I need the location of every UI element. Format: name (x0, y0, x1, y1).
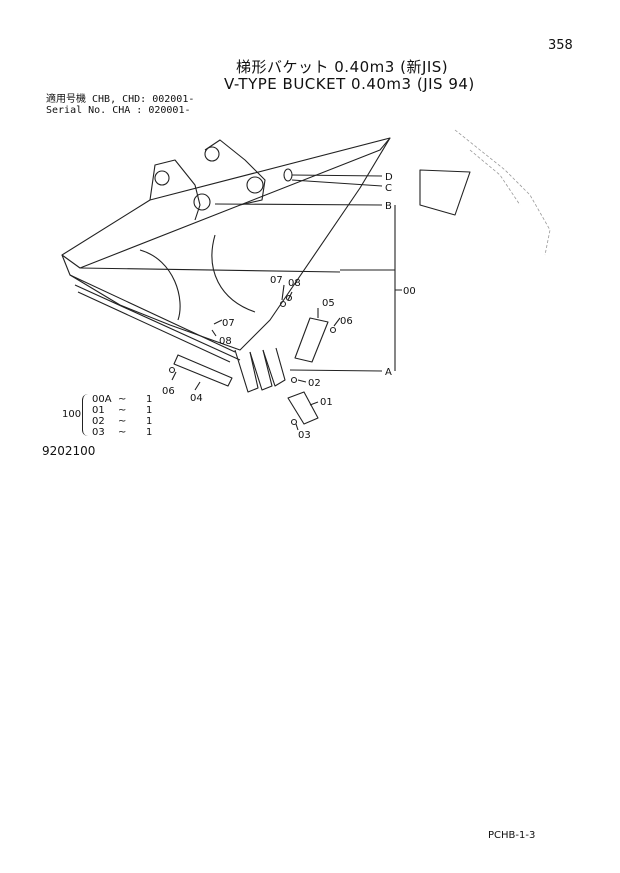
title-english: V-TYPE BUCKET 0.40m3 (JIS 94) (224, 75, 475, 93)
callout-08a: 08 (288, 278, 301, 289)
leader-04 (194, 381, 201, 391)
leader-07b (213, 319, 223, 325)
lock-03 (290, 418, 298, 426)
callout-06b: 06 (162, 386, 175, 397)
callout-07a: 07 (270, 275, 283, 286)
tooth-point-01 (287, 391, 319, 425)
callout-d: D (385, 172, 393, 183)
leader-c (291, 179, 383, 187)
bolt-06 (329, 326, 337, 334)
quantity-part: 02 (92, 416, 105, 427)
callout-00: 00 (403, 286, 416, 297)
quantity-part: 03 (92, 427, 105, 438)
bucket-rear-edge (79, 267, 341, 273)
quantity-tilde: ~ (118, 416, 127, 427)
pin-boss-1 (154, 170, 170, 186)
pin-boss-2 (204, 146, 220, 162)
bucket-bottom-line (69, 274, 236, 353)
bracket-right (204, 139, 266, 206)
quantity-tilde: ~ (118, 394, 127, 405)
side-cutter-05 (294, 317, 329, 363)
bucket-shell (61, 137, 391, 351)
boss-d (283, 168, 293, 182)
quantity-brace (82, 394, 89, 436)
title-japanese: 梯形バケット 0.40m3 (新JIS) (236, 58, 449, 76)
callout-b: B (385, 201, 392, 212)
quantity-part: 00A (92, 394, 112, 405)
pin-boss-4 (246, 176, 264, 194)
bolt-07 (279, 300, 287, 308)
machine-thumbnail-bucket (419, 169, 471, 216)
leader-01 (309, 401, 319, 406)
tooth-2 (249, 349, 273, 391)
quantity-value: 1 (146, 394, 153, 405)
leader-06b (171, 371, 177, 381)
quantity-tilde: ~ (118, 405, 127, 416)
callout-06a: 06 (340, 316, 353, 327)
serial-block: 適用号機 CHB, CHD: 002001- Serial No. CHA : … (46, 94, 194, 116)
bracket-left (149, 159, 201, 221)
leader-b (214, 203, 383, 206)
callout-a: A (385, 367, 392, 378)
callout-07b: 07 (222, 318, 235, 329)
machine-thumbnail (454, 129, 551, 256)
dim-line-00 (340, 205, 402, 371)
leader-03 (295, 423, 299, 431)
pin-02 (290, 376, 298, 384)
quantity-part: 01 (92, 405, 105, 416)
bolt-06b (168, 366, 176, 374)
callout-c: C (385, 183, 392, 194)
tooth-3 (262, 347, 286, 387)
quantity-value: 1 (146, 427, 153, 438)
callout-04: 04 (190, 393, 203, 404)
quantity-value: 1 (146, 405, 153, 416)
leader-06a (333, 317, 341, 327)
callout-08b: 08 (219, 336, 232, 347)
leader-02 (297, 379, 307, 383)
pin-boss-3 (193, 193, 211, 211)
tooth-1 (234, 349, 259, 393)
quantity-tilde: ~ (118, 427, 127, 438)
side-cutter-04 (173, 354, 233, 387)
quantity-total: 100 (62, 409, 82, 420)
drawing-number: 9202100 (42, 444, 96, 458)
leader-d (291, 174, 383, 177)
leader-07a (281, 284, 285, 301)
bucket-top-plate (61, 137, 391, 269)
callout-02: 02 (308, 378, 321, 389)
quantity-value: 1 (146, 416, 153, 427)
serial-line-1: 適用号機 CHB, CHD: 002001- (46, 94, 195, 105)
footer-code: PCHB-1-3 (488, 830, 536, 841)
bucket-side-curve (139, 234, 256, 321)
bucket-lip (74, 284, 241, 363)
serial-line-2: Serial No. CHA : 020001- (46, 105, 191, 116)
callout-05: 05 (322, 298, 335, 309)
nut-08 (285, 294, 293, 302)
leader-a (289, 369, 383, 372)
leader-08b (211, 329, 217, 337)
page-number: 358 (548, 38, 573, 53)
callout-01: 01 (320, 397, 333, 408)
callout-03: 03 (298, 430, 311, 441)
